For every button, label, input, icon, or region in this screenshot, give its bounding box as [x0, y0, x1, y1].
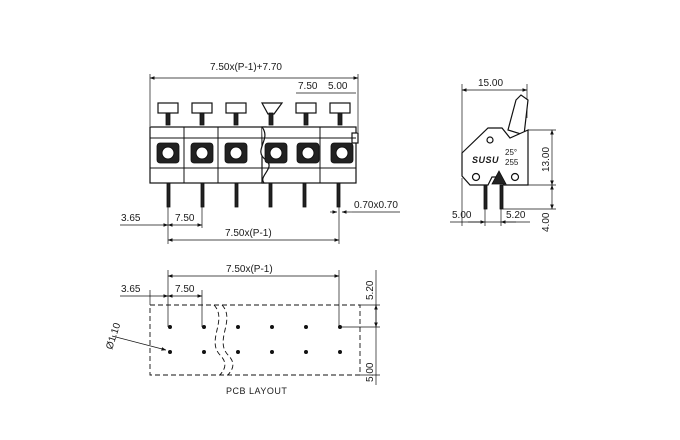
pcb-holes: [168, 325, 342, 354]
dim-offset-top: 5.00: [328, 81, 348, 92]
front-view: 7.50x(P-1)+7.70 7.50 5.00 3.65 7.50 7.50…: [120, 62, 400, 244]
pcb-layout: 7.50x(P-1) 3.65 7.50 Ø1.10 5.20 5.00 PCB…: [104, 264, 380, 396]
lever-row: [157, 102, 351, 126]
dim-height: 13.00: [541, 147, 552, 172]
side-body: [461, 127, 529, 186]
pcb-dim-left-margin: 3.65: [121, 284, 141, 295]
pins: [166, 182, 341, 208]
dim-overall-width: 7.50x(P-1)+7.70: [210, 62, 282, 73]
pcb-row-offset-top: 5.20: [365, 280, 376, 300]
pcb-dim-pitch: 7.50: [175, 284, 195, 295]
pcb-hole-diameter: Ø1.10: [104, 321, 123, 351]
dim-pin-offset: 5.00: [452, 210, 472, 221]
side-part: 255: [505, 158, 519, 167]
side-angle: 25°: [505, 148, 517, 157]
pcb-dim-span: 7.50x(P-1): [226, 264, 273, 275]
dim-span: 7.50x(P-1): [225, 228, 272, 239]
side-logo: SUSU: [472, 155, 499, 165]
dim-pin-length: 4.00: [541, 212, 552, 232]
dim-depth: 15.00: [478, 78, 503, 89]
pcb-caption: PCB LAYOUT: [226, 386, 287, 396]
dim-pitch-bottom: 7.50: [175, 213, 195, 224]
dim-left-margin: 3.65: [121, 213, 141, 224]
clamp-openings: [156, 142, 354, 164]
side-view: 15.00 SUSU 25° 255 13.00 4.00 5.00 5.20: [450, 78, 556, 232]
pcb-row-offset-bottom: 5.00: [365, 362, 376, 382]
dim-pitch-top: 7.50: [298, 81, 318, 92]
dim-pin-section: 0.70x0.70: [354, 200, 398, 211]
side-lever: [507, 94, 529, 136]
pcb-outline: [149, 304, 361, 376]
dim-pin-pitch: 5.20: [506, 210, 526, 221]
